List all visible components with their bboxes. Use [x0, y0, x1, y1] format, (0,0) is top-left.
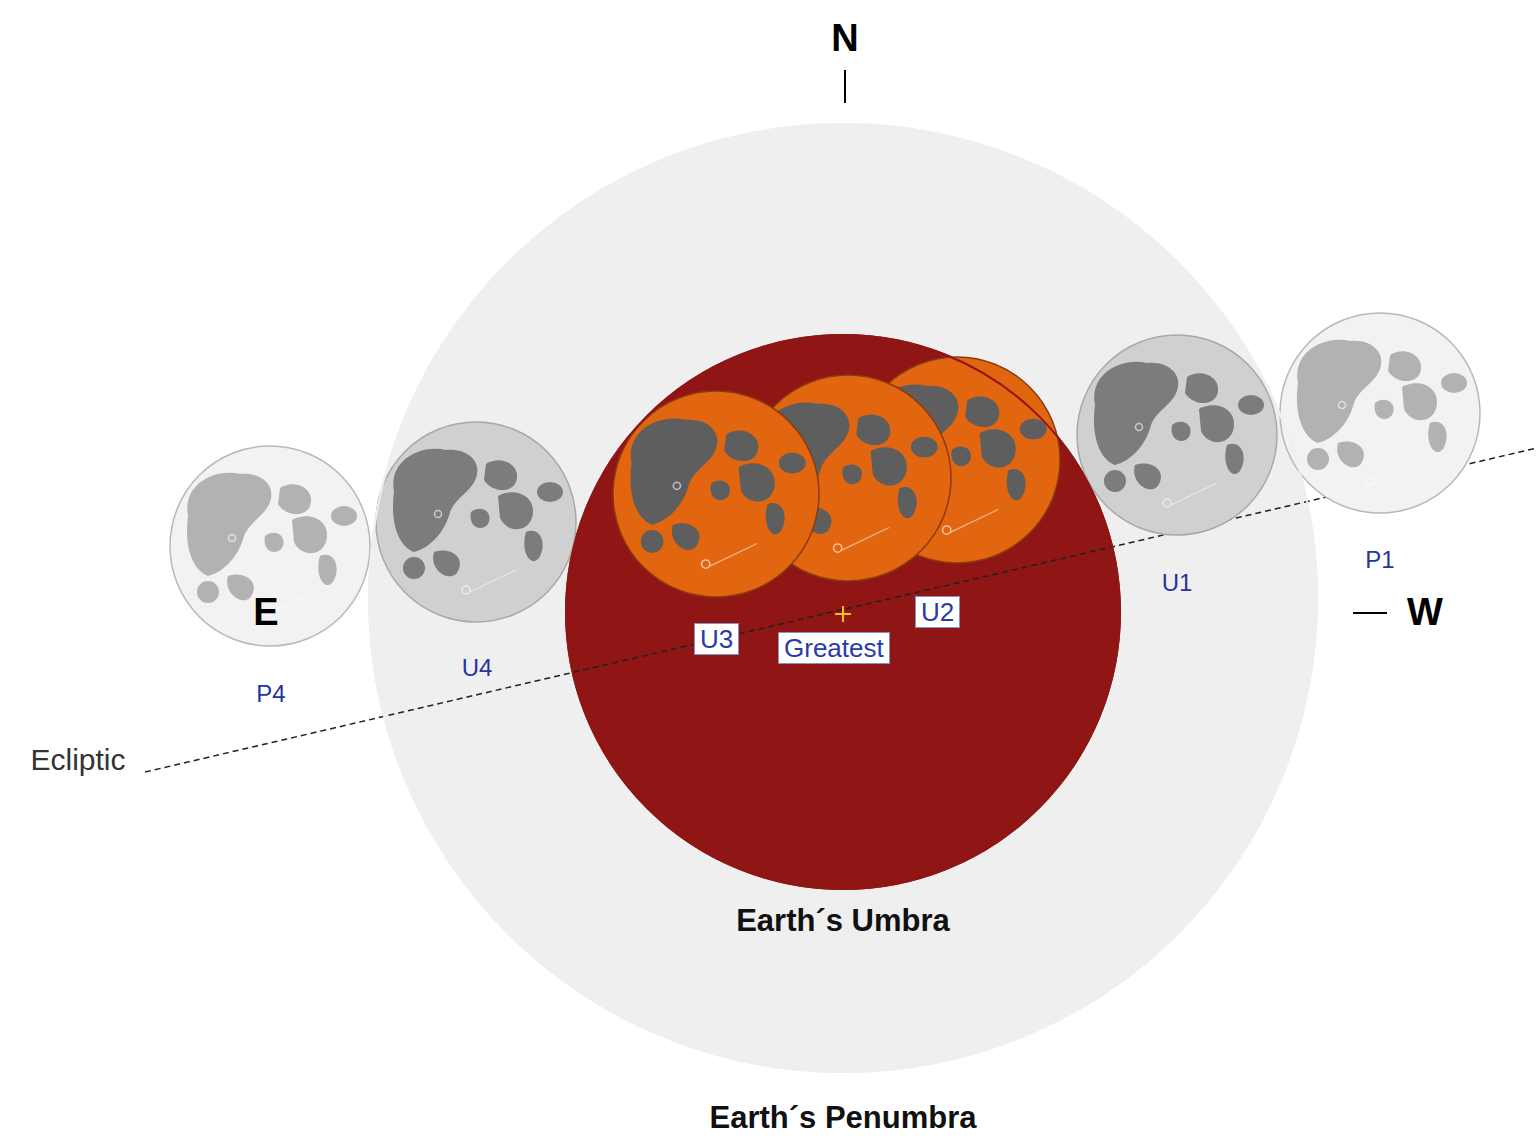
- contact-label: P4: [256, 680, 285, 708]
- moon-disc: [1077, 335, 1277, 535]
- contact-label: U2: [921, 597, 954, 627]
- moon-disc: [170, 446, 370, 646]
- contact-label: P1: [1365, 546, 1394, 574]
- moon-maria: [630, 419, 805, 569]
- circle-border: [369, 124, 1317, 1072]
- moon-u3: [613, 391, 819, 597]
- moon-p1: [1280, 313, 1480, 513]
- contact-label: U4: [462, 654, 493, 682]
- contact-label: Greatest: [784, 633, 884, 663]
- circle-outline: [565, 334, 1121, 890]
- compass-label: E: [253, 591, 278, 634]
- contact-label: U1: [1162, 569, 1193, 597]
- ecliptic-label: Ecliptic: [30, 743, 125, 777]
- moon-u4: [376, 422, 576, 622]
- greatest-marker: [835, 606, 851, 622]
- west-tick: [1353, 612, 1387, 614]
- north-tick: [844, 70, 846, 103]
- moon-u1: [1077, 335, 1277, 535]
- marker-stroke: [842, 606, 844, 622]
- umbra-disc: [565, 334, 1121, 890]
- penumbra-circle: U3GreatestU2Earth´s UmbraEarth´s Penumbr…: [368, 123, 1318, 1073]
- region-label: Earth´s Penumbra: [709, 1100, 976, 1136]
- circle-border: [566, 335, 1120, 889]
- moon-disc: [613, 391, 819, 597]
- contact-box: U2: [915, 596, 960, 628]
- moon-disc: [1280, 313, 1480, 513]
- contact-box: Greatest: [778, 632, 890, 664]
- umbra-circle: U3GreatestU2Earth´s Umbra: [565, 334, 1121, 890]
- moon-p4: [170, 446, 370, 646]
- contact-label: U3: [700, 624, 733, 654]
- moon-maria: [1094, 362, 1264, 507]
- moon-maria: [393, 449, 563, 594]
- penumbra-disc: [368, 123, 1318, 1073]
- compass-label: W: [1407, 591, 1443, 634]
- compass-label: N: [831, 17, 858, 60]
- region-label: Earth´s Umbra: [736, 903, 950, 939]
- moon-maria: [1297, 340, 1467, 485]
- contact-box: U3: [694, 623, 739, 655]
- moon-disc: [376, 422, 576, 622]
